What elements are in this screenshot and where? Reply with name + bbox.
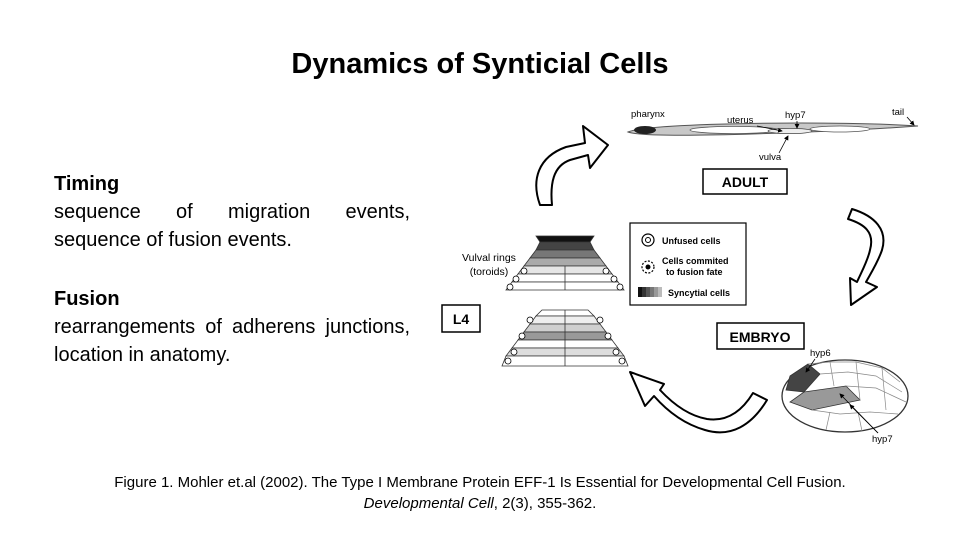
vulval-rings-upper-cells (506, 267, 624, 291)
cycle-arrow-l4-to-adult (535, 125, 609, 206)
pointer-vulva (778, 135, 789, 154)
legend-syncytial-swatch (638, 287, 662, 297)
stage-adult-label: ADULT (722, 174, 769, 190)
legend-unfused-label: Unfused cells (662, 236, 721, 246)
label-adult-hyp7: hyp7 (785, 110, 806, 121)
slide-title: Dynamics of Synticial Cells (291, 48, 669, 80)
legend: Unfused cells Cells commited to fusion f… (629, 222, 747, 306)
embryo-diagram: hyp6 hyp7 (781, 348, 909, 445)
stage-adult-box: ADULT (702, 168, 788, 195)
caption-line-2: Developmental Cell, 2(3), 355-362. (40, 493, 920, 514)
gut-outline-right (809, 125, 871, 133)
fusion-block: Fusion rearrangements of adherens juncti… (54, 285, 410, 369)
pharynx-bulb (634, 126, 656, 134)
legend-committed-label-1: Cells commited (662, 256, 729, 266)
legend-syncytial-label: Syncytial cells (668, 288, 730, 298)
stage-l4-label: L4 (453, 311, 470, 327)
label-embryo-hyp7: hyp7 (872, 434, 893, 445)
pointer-embryo-hyp7-b (849, 404, 879, 434)
stage-l4-box: L4 (441, 304, 481, 333)
embryo-hyp7-region (789, 385, 861, 411)
caption-line-1: Figure 1. Mohler et.al (2002). The Type … (114, 474, 846, 491)
adult-worm-diagram: pharynx uterus hyp7 tail vulva (626, 107, 919, 163)
vulval-rings-label-2: (toroids) (470, 266, 509, 278)
vulval-rings-lower (501, 309, 629, 367)
figure-caption: Figure 1. Mohler et.al (2002). The Type … (40, 472, 920, 514)
pointer-embryo-hyp6 (805, 358, 816, 373)
caption-journal: Developmental Cell (363, 495, 494, 512)
vulval-rings-label-1: Vulval rings (462, 252, 516, 264)
timing-block: Timing sequence of migration events, seq… (54, 170, 410, 254)
caption-citation-rest: , 2(3), 355-362. (493, 495, 597, 512)
fusion-body: rearrangements of adherens junctions, lo… (54, 316, 410, 366)
label-vulva: vulva (759, 152, 782, 163)
timing-body: sequence of migration events, sequence o… (54, 201, 410, 251)
legend-committed-label-2: to fusion fate (666, 267, 723, 277)
fusion-heading: Fusion (54, 288, 120, 310)
pointer-tail (906, 116, 915, 126)
cycle-arrow-adult-to-embryo (847, 208, 885, 306)
vulval-rings-upper (505, 235, 625, 291)
vulval-rings-lower-cells (504, 316, 626, 365)
stage-embryo-box: EMBRYO (716, 322, 805, 350)
label-uterus: uterus (727, 115, 754, 126)
cycle-arrow-embryo-to-l4 (629, 371, 768, 434)
embryo-cell-boundaries (807, 361, 907, 432)
label-tail: tail (892, 107, 904, 118)
stage-embryo-label: EMBRYO (730, 329, 791, 345)
timing-heading: Timing (54, 173, 120, 195)
label-pharynx: pharynx (631, 109, 665, 120)
pointer-uterus (756, 125, 783, 133)
label-embryo-hyp6: hyp6 (810, 348, 831, 359)
embryo-hyp6-region (785, 363, 821, 393)
